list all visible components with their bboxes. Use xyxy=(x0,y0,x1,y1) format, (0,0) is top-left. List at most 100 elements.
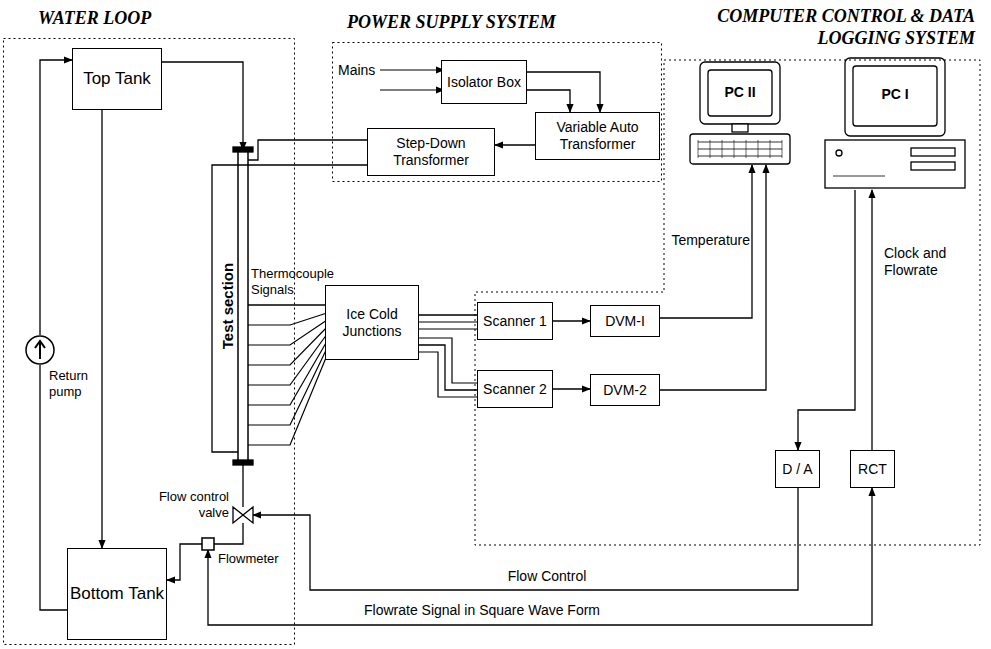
test-section: Test section xyxy=(238,150,248,462)
computer-icon: PC II xyxy=(690,62,790,165)
connector xyxy=(527,72,600,112)
node-label: Step-Down Transformer xyxy=(368,135,494,169)
node-label: DVM-I xyxy=(605,313,645,330)
connector xyxy=(253,488,798,590)
connector xyxy=(162,62,243,150)
node-label: Bottom Tank xyxy=(70,584,164,604)
node-label: PC II xyxy=(708,84,772,101)
connector xyxy=(553,320,590,321)
shape-part xyxy=(746,140,747,158)
thermocouple-wire xyxy=(248,342,330,425)
connector xyxy=(419,345,477,390)
shape-part xyxy=(233,507,243,523)
connector xyxy=(101,110,102,548)
shape-part xyxy=(734,140,735,158)
shape-part xyxy=(700,62,780,124)
computer-icon-outline xyxy=(825,58,965,190)
thermocouple-wire xyxy=(248,324,330,365)
shape-part xyxy=(836,150,842,156)
connector xyxy=(798,190,855,450)
shape-part xyxy=(475,60,980,545)
shape-part xyxy=(722,140,723,158)
node-label: Isolator Box xyxy=(447,74,521,91)
flowmeter-symbol-outline xyxy=(202,538,214,550)
edge-label: Temperature xyxy=(664,232,752,249)
connector xyxy=(419,314,477,315)
shape-part xyxy=(233,147,253,152)
shape-part xyxy=(732,124,748,132)
process-box: Step-Down Transformer xyxy=(367,128,495,176)
valve-symbol-outline xyxy=(233,507,253,523)
process-box: Scanner 1 xyxy=(477,302,553,340)
pump-symbol-outline xyxy=(25,335,55,365)
region-heading: COMPUTER CONTROL & DATA LOGGING SYSTEM xyxy=(705,6,975,49)
connector xyxy=(214,523,243,544)
shape-part xyxy=(333,43,662,182)
node-label: Variable Auto Transformer xyxy=(536,119,659,153)
node-label: RCT xyxy=(858,461,887,478)
edge-label: Flowrate Signal in Square Wave Form xyxy=(320,602,644,619)
node-label: PC I xyxy=(853,86,937,103)
region-outline: PC II PC I Scanner 1 Scanner 2 DVM-I DVM-2 D /… xyxy=(475,60,980,545)
node-label: Return pump xyxy=(49,368,99,399)
thermocouple-wire xyxy=(414,321,480,322)
connector xyxy=(660,165,752,318)
process-box: RCT xyxy=(850,450,895,488)
node-label: DVM-2 xyxy=(603,382,647,399)
shape-part xyxy=(238,150,248,462)
thermocouple-wire xyxy=(414,328,480,329)
flowmeter-symbol: Flowmeter xyxy=(202,538,214,550)
pump-symbol: Return pump xyxy=(25,335,55,365)
tank-box: Bottom Tank xyxy=(67,548,167,640)
shape-part xyxy=(708,70,772,116)
thermocouple-wire xyxy=(248,318,330,345)
connector xyxy=(527,90,570,112)
node-label: Ice Cold Junctions xyxy=(326,306,418,340)
node-label: Scanner 1 xyxy=(483,313,547,330)
thermocouple-wire xyxy=(248,336,330,405)
region-heading: WATER LOOP xyxy=(38,8,151,30)
connector xyxy=(495,144,535,145)
connector xyxy=(248,140,367,160)
node-label: Flow control valve xyxy=(149,489,229,520)
shape-part xyxy=(4,39,295,645)
connector xyxy=(871,190,872,450)
process-box: Scanner 2 xyxy=(477,370,553,408)
shape-part xyxy=(770,140,771,158)
computer-icon-outline xyxy=(690,62,790,165)
shape-part xyxy=(243,507,253,523)
shape-part xyxy=(782,140,783,158)
region-outline: Isolator BoxVariable Auto Transformer Ste… xyxy=(332,42,662,182)
edge-label: Flow Control xyxy=(470,568,624,585)
thermocouple-wire xyxy=(248,312,330,325)
connector xyxy=(248,304,325,305)
connector xyxy=(660,165,766,390)
node-label: Test section xyxy=(219,263,237,349)
region-heading: POWER SUPPLY SYSTEM xyxy=(347,12,556,34)
static-wires xyxy=(248,70,480,445)
shape-part xyxy=(853,66,937,126)
node-label: Top Tank xyxy=(83,69,151,89)
computer-icon: PC I xyxy=(825,58,965,190)
node-label: Flowmeter xyxy=(218,551,279,567)
shape-part xyxy=(698,140,699,158)
region-outline: Top TankTest sectionBottom Tank Return pu… xyxy=(3,38,295,645)
shape-part xyxy=(710,140,711,158)
node-label: D / A xyxy=(782,461,812,478)
process-box: DVM-I xyxy=(590,305,660,337)
process-box: D / A xyxy=(775,450,820,488)
shape-part xyxy=(911,162,955,170)
shape-part xyxy=(825,140,965,188)
connector xyxy=(553,388,590,389)
connector xyxy=(40,60,72,335)
process-box: DVM-2 xyxy=(590,374,660,406)
region-outline-outline xyxy=(475,60,980,545)
shape-part xyxy=(26,336,54,364)
shape-part xyxy=(698,149,782,150)
mains-wire xyxy=(380,69,444,70)
edge-label: Clock and Flowrate xyxy=(882,245,962,279)
shape-part xyxy=(202,538,214,550)
edge-label: Thermocouple Signals xyxy=(249,266,333,297)
thermocouple-wire xyxy=(248,348,330,445)
node-label: Scanner 2 xyxy=(483,381,547,398)
